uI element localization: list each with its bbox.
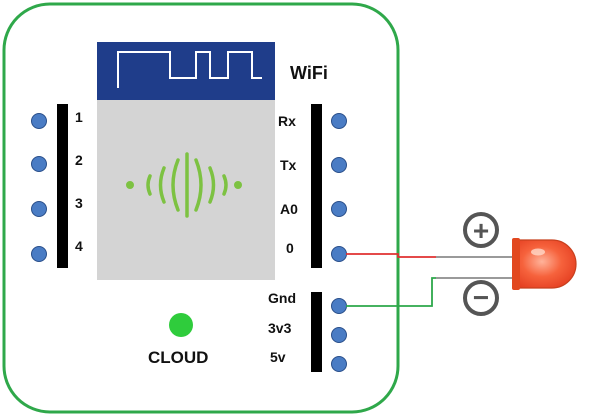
antenna-trace <box>117 51 262 88</box>
signal-dot-right <box>234 181 242 189</box>
cloud-label: CLOUD <box>148 348 208 367</box>
left-pin-1[interactable] <box>31 113 47 129</box>
wifi-chip <box>97 42 275 280</box>
negative-icon: − <box>473 282 489 313</box>
positive-symbol: + <box>463 212 499 248</box>
pin-gnd[interactable] <box>331 298 347 314</box>
negative-symbol: − <box>463 280 499 316</box>
pin-a0[interactable] <box>331 201 347 217</box>
led-body <box>513 239 577 289</box>
left-pin-2[interactable] <box>31 156 47 172</box>
chip-antenna-area <box>97 42 275 100</box>
pin-3v3[interactable] <box>331 327 347 343</box>
led-rim <box>512 238 520 290</box>
right-header-top-bar <box>311 104 322 268</box>
left-pin-4[interactable] <box>31 246 47 262</box>
right-header-bottom-bar <box>311 292 322 372</box>
signal-dot-left <box>126 181 134 189</box>
pin-rx[interactable] <box>331 113 347 129</box>
pin-label-rx: Rx <box>278 113 296 129</box>
left-pin-label-3: 3 <box>75 195 83 211</box>
pin-tx[interactable] <box>331 157 347 173</box>
left-pin-label-2: 2 <box>75 152 83 168</box>
pin-0[interactable] <box>331 246 347 262</box>
cloud-status-led <box>169 313 193 337</box>
positive-icon: + <box>473 215 489 246</box>
pin-5v[interactable] <box>331 356 347 372</box>
led-highlight <box>531 248 545 256</box>
pin-label-gnd: Gnd <box>268 290 296 306</box>
pin-label-0: 0 <box>286 240 294 256</box>
left-header: 1 2 3 4 <box>31 104 83 268</box>
right-header-top: Rx Tx A0 0 <box>278 104 347 268</box>
left-pin-label-1: 1 <box>75 109 83 125</box>
left-pin-label-4: 4 <box>75 238 83 254</box>
pin-label-5v: 5v <box>270 349 286 365</box>
signal-icon <box>126 152 242 218</box>
right-header-bottom: Gnd 3v3 5v <box>268 290 347 372</box>
wifi-label: WiFi <box>290 63 328 83</box>
red-led <box>512 238 577 290</box>
pin-label-tx: Tx <box>280 157 297 173</box>
pin-label-a0: A0 <box>280 201 298 217</box>
left-pin-3[interactable] <box>31 201 47 217</box>
left-header-bar <box>57 104 68 268</box>
pin-label-3v3: 3v3 <box>268 320 292 336</box>
